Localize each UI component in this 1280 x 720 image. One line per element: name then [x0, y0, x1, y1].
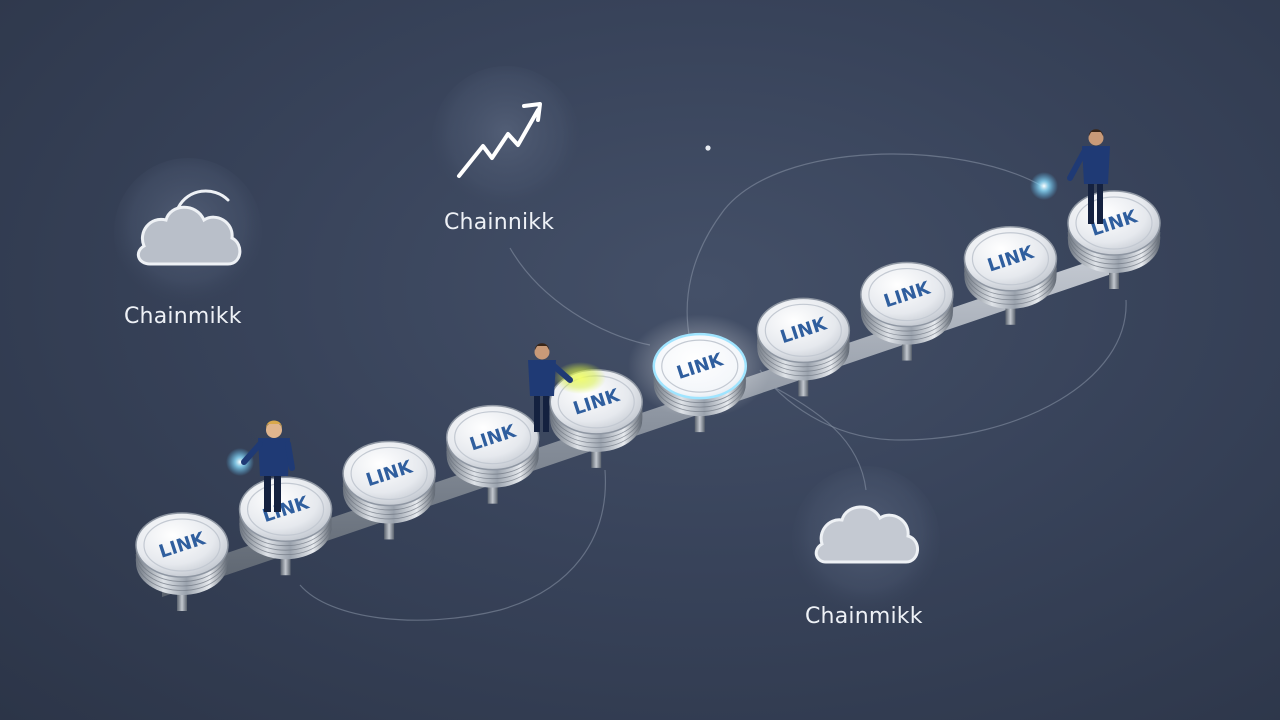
link-token: LINK [860, 261, 954, 345]
trending-up-icon [457, 102, 542, 178]
growth-caption: Chainnikk [444, 210, 555, 235]
link-token-highlighted: LINK [627, 314, 772, 419]
connector-lower-curve [759, 379, 867, 491]
link-token: LINK [445, 404, 540, 488]
cloud-filled-icon [814, 505, 919, 564]
link-token: LINK [756, 297, 851, 381]
person-figure-right [1067, 129, 1110, 224]
small-dot [705, 145, 711, 151]
cloud-right-caption: Chainmikk [805, 604, 923, 629]
link-token: LINK [963, 226, 1058, 309]
person-figure-middle [528, 343, 573, 432]
cloud-left-caption: Chainmikk [124, 304, 242, 329]
link-token: LINK [135, 512, 229, 595]
glow-spark-right [1030, 172, 1058, 200]
connector-bottom-curve [299, 469, 607, 621]
connector-lines [299, 153, 1127, 621]
person-figure-left [241, 420, 295, 512]
connector-left-curve [509, 247, 651, 346]
connector-top-arc [686, 153, 1043, 341]
link-token: LINK [342, 440, 436, 524]
cloud-outline-icon [136, 189, 242, 266]
link-token: LINK [1067, 190, 1161, 273]
link-token: LINK [238, 476, 333, 560]
connector-right-loop [759, 299, 1127, 441]
highlight-beam [554, 362, 606, 394]
